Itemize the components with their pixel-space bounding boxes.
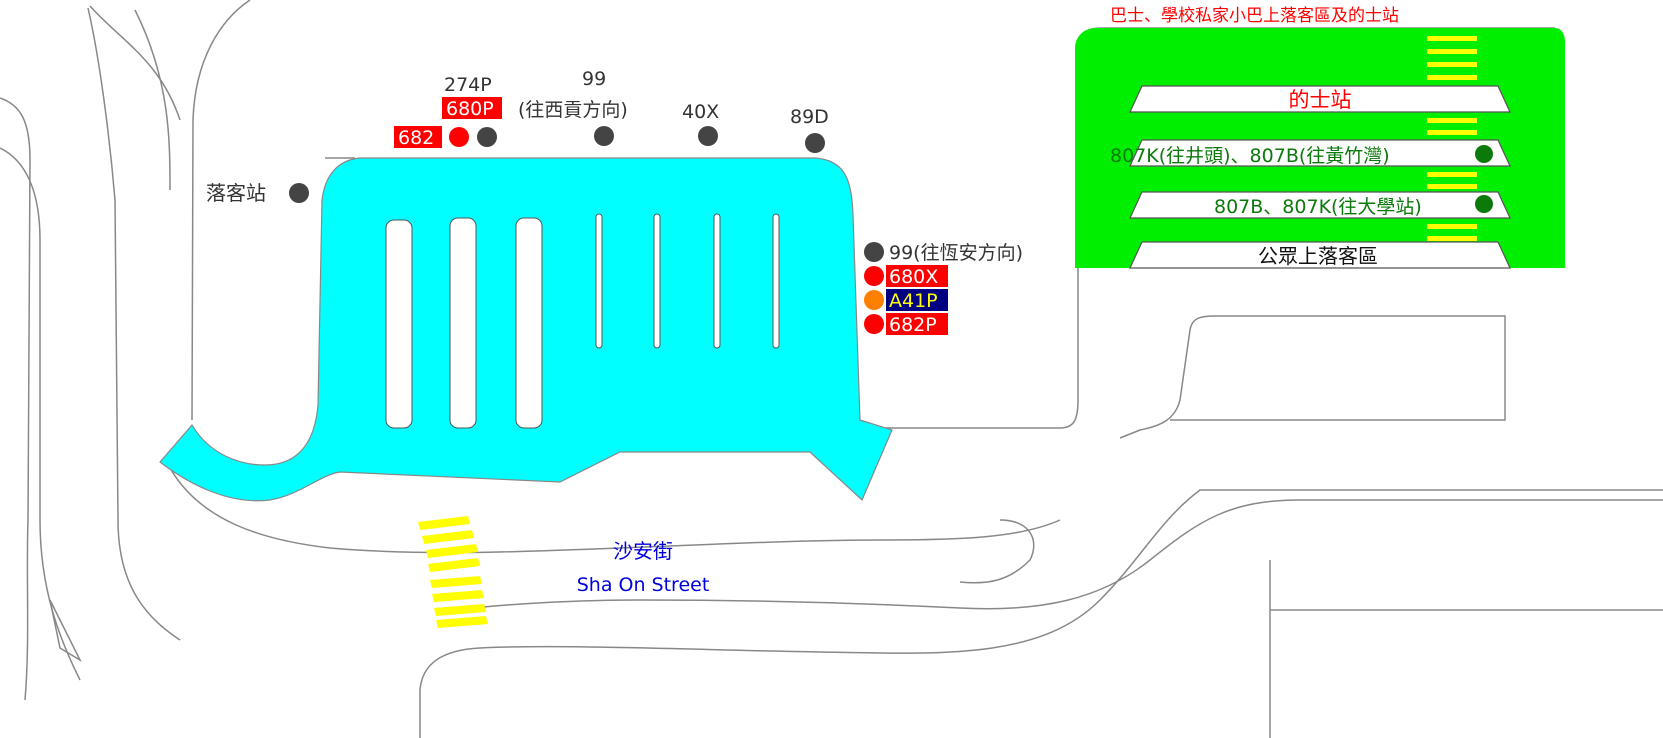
dropoff-label: 落客站 bbox=[206, 181, 266, 205]
stop-dot-682P bbox=[864, 314, 884, 334]
bus-bays bbox=[385, 213, 780, 429]
bus-bay-2 bbox=[449, 217, 477, 429]
bus-bay-5 bbox=[653, 213, 661, 349]
stop-dot-274P bbox=[477, 127, 497, 147]
road-edge-top-curve bbox=[89, 5, 181, 121]
road-edge-top-curve-2 bbox=[134, 9, 171, 191]
stop-dot-99 bbox=[594, 126, 614, 146]
route-A41P-label: A41P bbox=[889, 290, 938, 312]
bus-bay-3 bbox=[515, 217, 543, 429]
road-edge-left-outer bbox=[0, 97, 31, 701]
road-edge-top-right bbox=[191, 0, 251, 421]
route-99-direction: (往西貢方向) bbox=[518, 99, 628, 121]
stop-dot-682 bbox=[449, 127, 469, 147]
street-name-english: Sha On Street bbox=[577, 574, 710, 596]
stop-dot-dropoff bbox=[289, 183, 309, 203]
road-edge-left-inner bbox=[0, 147, 81, 681]
road-edge-left-mid bbox=[87, 7, 181, 641]
public-island bbox=[1129, 241, 1511, 269]
stop-dot-807-route2 bbox=[1475, 195, 1493, 213]
stop-markers bbox=[289, 126, 1493, 334]
badge-680X-bg bbox=[886, 265, 948, 287]
road-edge-main-south bbox=[169, 467, 1061, 554]
route-40X-label: 40X bbox=[682, 101, 719, 123]
stop-dot-807-route1 bbox=[1475, 145, 1493, 163]
bus-bay-1 bbox=[385, 219, 413, 429]
road-edge-main-lower bbox=[439, 499, 1663, 613]
bus-bay-4 bbox=[595, 213, 603, 349]
zone-crossing bbox=[1427, 36, 1477, 241]
taxi-stand-label: 的士站 bbox=[1289, 88, 1352, 112]
route-island-1 bbox=[1129, 139, 1511, 167]
route-680X-label: 680X bbox=[889, 266, 938, 288]
route-682-label: 682 bbox=[398, 127, 434, 149]
stop-dot-A41P bbox=[864, 290, 884, 310]
taxi-island bbox=[1129, 85, 1511, 113]
bus-bay-6 bbox=[713, 213, 721, 349]
zone-islands bbox=[1129, 85, 1511, 269]
route-island-2 bbox=[1129, 191, 1511, 219]
route-label-807-2: 807B、807K(往大學站) bbox=[1214, 196, 1422, 218]
stop-dot-680X bbox=[864, 266, 884, 286]
stop-dot-40X bbox=[698, 126, 718, 146]
car-park-outline bbox=[1119, 315, 1506, 439]
street-name-chinese: 沙安街 bbox=[613, 539, 673, 563]
traffic-island bbox=[49, 599, 82, 662]
zebra-crossing bbox=[418, 516, 488, 628]
stop-dot-99-east bbox=[864, 242, 884, 262]
bus-bay-7 bbox=[772, 213, 780, 349]
zone-title: 巴士、學校私家小巴上落客區及的士站 bbox=[1110, 6, 1399, 26]
route-680P-label: 680P bbox=[446, 98, 494, 120]
stop-dot-89D bbox=[805, 133, 825, 153]
route-99-east-label: 99(往恆安方向) bbox=[889, 242, 1023, 264]
route-682P-label: 682P bbox=[889, 314, 937, 336]
route-89D-label: 89D bbox=[790, 106, 829, 128]
road-edge-bottom bbox=[419, 489, 1663, 738]
route-274P-label: 274P bbox=[444, 74, 492, 96]
badge-682-bg bbox=[394, 126, 442, 148]
public-pickup-label: 公眾上落客區 bbox=[1258, 244, 1378, 268]
route-99-label: 99 bbox=[582, 68, 606, 90]
badge-A41P-bg bbox=[886, 289, 948, 311]
road-edge-loop bbox=[959, 519, 1035, 584]
route-label-807-1: 807K(往井頭)、807B(往黃竹灣) bbox=[1110, 145, 1390, 167]
badge-682P-bg bbox=[886, 313, 948, 335]
badge-680P-bg bbox=[442, 97, 502, 119]
